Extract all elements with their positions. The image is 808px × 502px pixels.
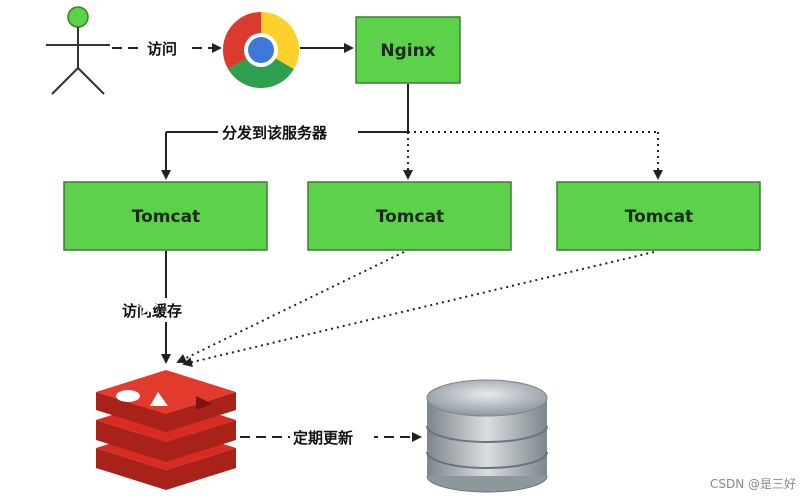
tomcat-node-3: Tomcat — [556, 181, 761, 251]
edge-distribute: 分发到该服务器 — [161, 84, 663, 180]
redis-icon — [96, 297, 236, 490]
tomcat-2-label: Tomcat — [376, 207, 444, 227]
nginx-label: Nginx — [380, 41, 435, 61]
tomcat-1-label: Tomcat — [132, 207, 200, 227]
edge-tomcat3-to-redis — [182, 251, 655, 368]
edge-visit: 访问 — [112, 36, 222, 60]
chrome-browser-icon — [223, 12, 299, 88]
user-icon — [46, 6, 110, 95]
nginx-node: Nginx — [355, 16, 461, 84]
database-icon — [426, 379, 548, 493]
edge-visit-cache: 访问缓存 — [118, 251, 210, 364]
watermark: CSDN @是三好 — [710, 477, 796, 491]
edge-label-scheduled-update: 定期更新 — [293, 429, 353, 447]
edge-label-visit: 访问 — [147, 40, 177, 58]
edge-label-distribute: 分发到该服务器 — [222, 124, 328, 142]
tomcat-node-2: Tomcat — [307, 181, 512, 251]
tomcat-node-1: Tomcat — [63, 181, 268, 251]
edge-tomcat2-to-redis — [176, 251, 405, 363]
edge-scheduled-update: 定期更新 — [240, 425, 422, 449]
tomcat-3-label: Tomcat — [625, 207, 693, 227]
